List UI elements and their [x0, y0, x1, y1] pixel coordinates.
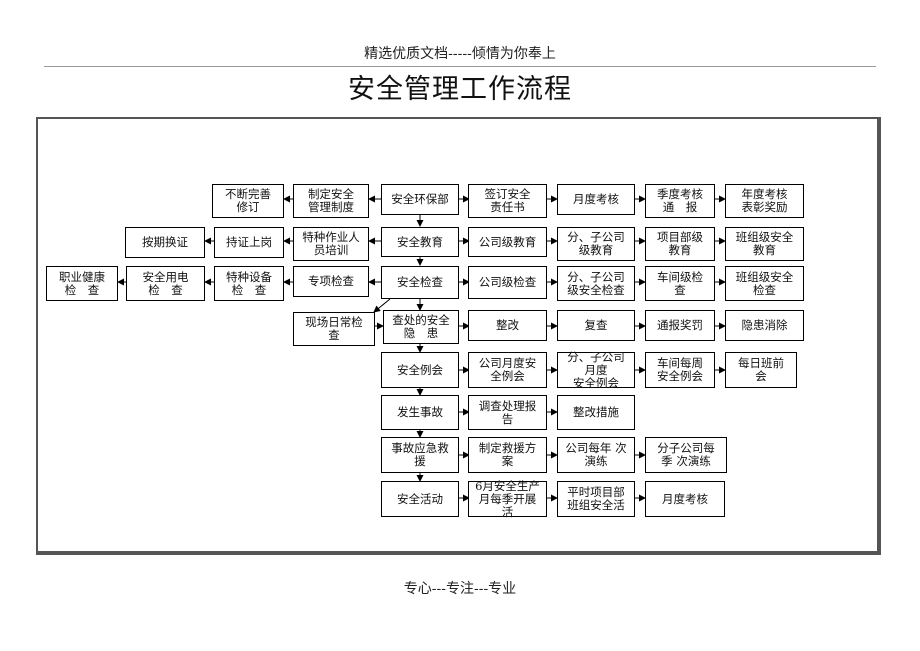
node-huanbao: 安全环保部	[381, 184, 459, 215]
node-huodong: 安全活动	[381, 481, 459, 517]
node-jiuyuan: 制定救援方 案	[468, 437, 547, 473]
node-chejian-jc: 车间级检 查	[645, 266, 715, 301]
node-lihui: 安全例会	[381, 352, 459, 388]
node-jidu: 季度考核 通 报	[645, 184, 715, 218]
node-fucha: 复查	[557, 310, 635, 341]
node-gongsi-yl: 公司每年 次 演练	[557, 437, 635, 473]
node-anqi: 按期换证	[125, 227, 205, 258]
flowchart-frame	[36, 117, 881, 555]
node-diaocha: 调查处理报 告	[468, 395, 547, 430]
node-chejian-lh: 车间每周 安全例会	[645, 352, 715, 388]
node-niandu: 年度考核 表彰奖励	[725, 184, 804, 218]
node-gongsi-jc: 公司级检查	[468, 266, 547, 299]
node-zhiye: 职业健康 检 查	[46, 266, 118, 301]
node-liuyue: 6月安全生产 月每季开展活	[468, 479, 547, 518]
node-zhenggai: 整改	[468, 310, 547, 341]
node-yinhuan: 查处的安全 隐 患	[383, 310, 459, 344]
node-jiaoyu: 安全教育	[381, 227, 459, 257]
node-xiangmu-jy: 项目部级 教育	[645, 227, 715, 261]
node-fenzi-lh: 分、子公司月度 安全例会	[557, 350, 635, 389]
node-banzu-jc: 班组级安全 检查	[725, 266, 804, 301]
node-xianchang: 现场日常检 查	[293, 312, 375, 346]
arrow-jiancha-xianchang	[373, 298, 391, 313]
page-header: 精选优质文档-----倾情为你奉上	[364, 46, 556, 62]
node-fenzi-yl: 分子公司每 季 次演练	[645, 437, 727, 473]
node-yuedu2: 月度考核	[645, 481, 725, 517]
page-footer: 专心---专注---专业	[403, 581, 517, 597]
node-shebei: 特种设备 检 查	[214, 266, 284, 301]
node-tezhong-zy: 特种作业人 员培训	[293, 227, 369, 261]
node-chizheng: 持证上岗	[214, 227, 284, 258]
node-fenzi-jc: 分、子公司 级安全检查	[557, 266, 635, 301]
node-pingshi: 平时项目部 班组安全活	[557, 481, 635, 517]
node-gongsi-jy: 公司级教育	[468, 227, 547, 257]
node-qianding: 签订安全 责任书	[468, 184, 547, 218]
node-zhiding: 制定安全 管理制度	[293, 184, 369, 218]
node-cuoshi: 整改措施	[557, 395, 635, 430]
node-tongbao: 通报奖罚	[645, 310, 715, 341]
node-yuedu1: 月度考核	[557, 184, 635, 215]
node-gongsi-lh: 公司月度安 全例会	[468, 352, 547, 388]
header-divider	[44, 66, 876, 67]
node-zhuanxiang: 专项检查	[293, 266, 369, 297]
page-title: 安全管理工作流程	[348, 74, 572, 105]
node-buduan: 不断完善 修订	[212, 184, 284, 218]
node-yingji: 事故应急救 援	[381, 437, 459, 473]
node-xiaochu: 隐患消除	[725, 310, 804, 341]
node-shigu: 发生事故	[381, 395, 459, 430]
node-meiri-lh: 每日班前 会	[725, 352, 797, 388]
node-banzu-jy: 班组级安全 教育	[725, 227, 804, 261]
node-fenzi-jy: 分、子公司 级教育	[557, 227, 635, 261]
node-yongdian: 安全用电 检 查	[126, 266, 205, 301]
node-jiancha: 安全检查	[381, 266, 459, 299]
